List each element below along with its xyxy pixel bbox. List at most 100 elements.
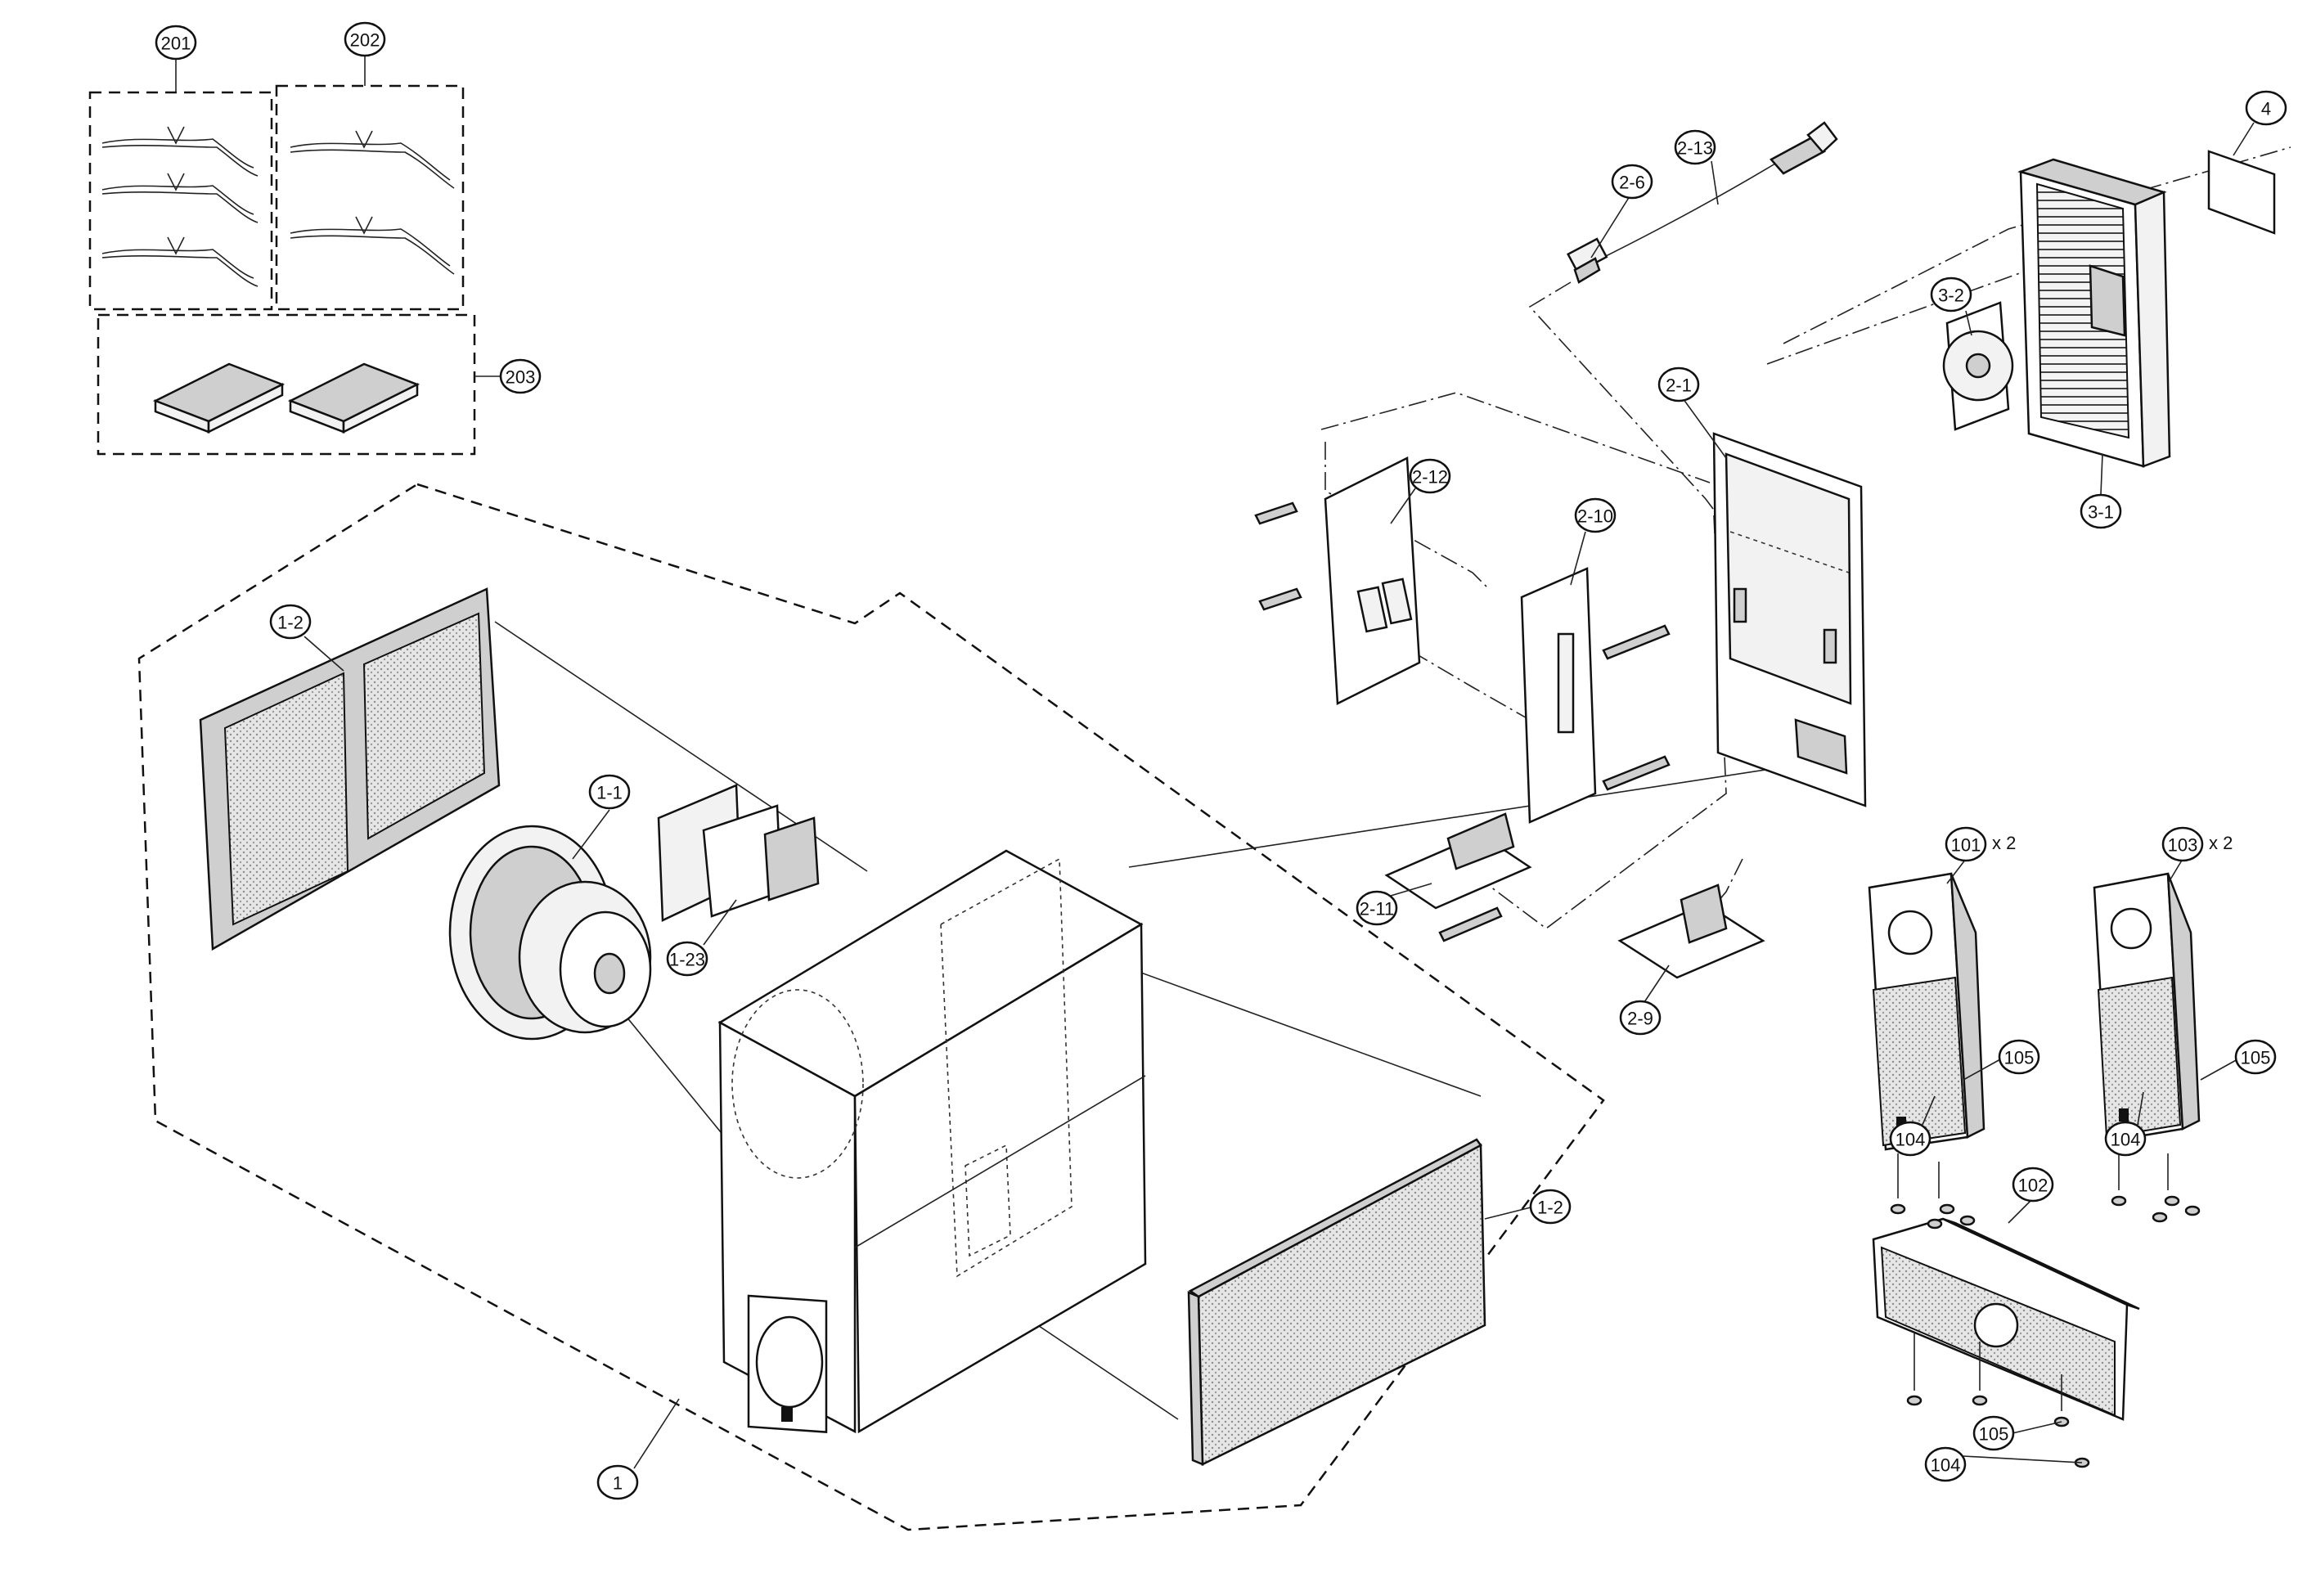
callout-label: 2-13 (1677, 138, 1713, 159)
callout-bubble (2245, 90, 2287, 126)
callout-2: 203 (499, 358, 542, 394)
subwoofer-cabinet (717, 849, 1147, 1434)
callout-22: 105 (2234, 1039, 2277, 1075)
callout-label: 2-1 (1666, 375, 1692, 396)
pcb-2-11 (1384, 812, 1532, 942)
callout-label: 103 (2168, 835, 2198, 856)
foot-pad-sheet-right (287, 362, 420, 434)
callout-bubble (1619, 1000, 1662, 1036)
callout-label: 104 (2111, 1130, 2141, 1150)
callout-label: 2-6 (1619, 173, 1645, 193)
callout-20: 105 (1998, 1039, 2040, 1075)
callout-bubble (2012, 1167, 2054, 1203)
callout-17: 2-9 (1619, 1000, 1662, 1036)
callout-label: 105 (2241, 1048, 2271, 1068)
callout-24: 102 (2012, 1167, 2054, 1203)
callout-bubble (588, 774, 631, 810)
callout-bubble (1998, 1039, 2040, 1075)
callout-bubble (269, 604, 312, 640)
pcb-2-10 (1520, 567, 1671, 824)
callout-label: 2-9 (1627, 1009, 1653, 1029)
callout-bubble (1930, 276, 1972, 312)
callout-bubble (499, 358, 542, 394)
callout-bubble (1611, 164, 1653, 200)
center-speaker-102 (1872, 1217, 2140, 1421)
callout-label: 4 (2261, 99, 2271, 119)
callout-1: 202 (344, 21, 386, 57)
callout-label: 105 (1979, 1424, 2009, 1445)
callout-25: 105 (1972, 1415, 2015, 1451)
callout-13: 3-1 (2080, 493, 2122, 529)
callout-bubble (2161, 826, 2204, 862)
callout-label: 201 (161, 34, 191, 54)
callout-19: 103 (2161, 826, 2204, 862)
callout-bubble (1529, 1189, 1572, 1225)
quantity-label: x 2 (1992, 833, 2016, 853)
grille-panel-1-2-rear (1187, 1138, 1486, 1466)
callout-bubble (1945, 826, 1987, 862)
quantity-label: x 2 (2209, 833, 2233, 853)
callout-26: 104 (1924, 1446, 1967, 1482)
amplifier-chassis-2-1 (1712, 432, 1867, 807)
callout-9: 2-6 (1611, 164, 1653, 200)
callout-label: 104 (1896, 1130, 1926, 1150)
callout-4: 1-1 (588, 774, 631, 810)
callout-10: 4 (2245, 90, 2287, 126)
callout-14: 2-12 (1409, 458, 1451, 494)
power-cord-2-13 (1590, 121, 1838, 264)
callout-label: 2-11 (1360, 899, 1394, 919)
callout-label: 1 (613, 1473, 623, 1494)
callout-bubble (666, 941, 708, 977)
callout-5: 1-23 (666, 941, 708, 977)
callout-21: 104 (1889, 1121, 1931, 1157)
callout-bubble (2080, 493, 2122, 529)
back-cover-3-1 (2017, 158, 2171, 468)
callout-label: 1-1 (596, 783, 623, 803)
callout-bubble (1409, 458, 1451, 494)
accessory-box-203 (97, 313, 476, 456)
accessory-box-202 (275, 84, 465, 311)
callout-12: 2-1 (1657, 366, 1700, 402)
speaker-feet-group (1890, 1145, 2201, 1468)
satellite-speaker-101 (1868, 872, 1985, 1151)
callout-bubble (155, 25, 197, 61)
callout-bubble (596, 1464, 639, 1500)
callout-leaders (175, 54, 2255, 1469)
callout-label: 102 (2018, 1176, 2048, 1196)
quantity-layer: x 2 x 2 (1992, 833, 2233, 853)
callout-label: 1-23 (669, 950, 705, 970)
callout-label: 104 (1931, 1455, 1961, 1476)
cooling-fan-3-2 (1942, 301, 2014, 431)
callout-bubble (344, 21, 386, 57)
callout-label: 203 (506, 367, 536, 388)
callout-label: 1-2 (277, 613, 304, 633)
callout-bubble (1574, 497, 1617, 533)
callout-3: 1-2 (269, 604, 312, 640)
callout-bubble (1674, 129, 1716, 165)
woofer-driver-1-1 (448, 825, 652, 1041)
callout-23: 104 (2104, 1121, 2147, 1157)
callout-bubble (2234, 1039, 2277, 1075)
callout-label: 105 (2004, 1048, 2035, 1068)
grille-frame-1-2-top (199, 587, 501, 951)
pcb-2-9 (1617, 883, 1765, 979)
callout-label: 2-12 (1412, 467, 1448, 488)
speaker-cable-bundle-202 (290, 130, 455, 275)
callout-bubble (1972, 1415, 2015, 1451)
speaker-cable-bundle-201 (101, 126, 259, 287)
callout-bubble (1889, 1121, 1931, 1157)
foot-pad-sheet-left (152, 362, 286, 434)
callout-layer: 201 202 203 1-2 1-1 1-23 1-2 1 2-13 2-6 4 3-2 2-1 3-1… (155, 21, 2287, 1500)
pcb-2-12 (1254, 456, 1421, 705)
callout-bubble (2104, 1121, 2147, 1157)
callout-label: 101 (1951, 835, 1981, 856)
callout-0: 201 (155, 25, 197, 61)
callout-bubble (1356, 890, 1398, 926)
callout-16: 2-11 (1356, 890, 1398, 926)
callout-label: 3-2 (1938, 285, 1964, 306)
transformer-1-23 (657, 784, 820, 922)
label-plate-4 (2207, 150, 2276, 235)
callout-label: 1-2 (1537, 1198, 1563, 1218)
strain-relief-2-6 (1567, 237, 1608, 284)
